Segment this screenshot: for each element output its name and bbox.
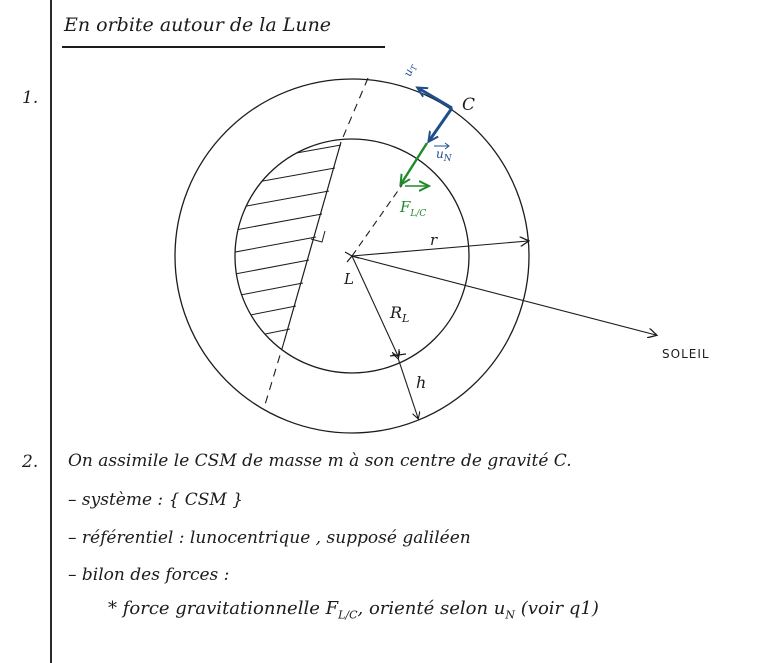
gravity-end: (voir q1)	[515, 598, 599, 619]
vector-uN	[429, 107, 454, 141]
label-h: h	[416, 373, 426, 392]
label-F-LC: FL/C	[399, 198, 426, 219]
gravity-prefix: * force gravitationnelle F	[108, 598, 339, 619]
label-C: C	[462, 95, 475, 115]
question-2-number: 2.	[22, 452, 39, 472]
altitude-h-arrow	[398, 358, 418, 418]
night-side-hatching	[235, 144, 342, 342]
q2-line-gravity: * force gravitationnelle FL/C, orienté s…	[108, 598, 599, 622]
terminator-solid	[283, 141, 342, 343]
label-L: L	[343, 270, 354, 288]
q2-line-forces: – bilon des forces :	[68, 565, 230, 585]
right-angle-mark	[310, 230, 326, 243]
q2-line-frame: – référentiel : lunocentrique , supposé …	[68, 528, 471, 548]
terminator-dashed-bottom	[263, 341, 285, 409]
gravity-suffix: , orienté selon u	[357, 598, 506, 619]
moon-radius-arrow	[351, 255, 398, 356]
question-1-number: 1.	[22, 88, 39, 108]
sun-direction-arrow	[351, 255, 656, 335]
label-sun: SOLEIL	[662, 347, 710, 361]
label-r: r	[430, 231, 438, 249]
label-uT: uT	[401, 61, 420, 78]
page-title: En orbite autour de la Lune	[64, 14, 332, 36]
vector-F-LC	[401, 142, 429, 184]
q2-line-system: – système : { CSM }	[68, 490, 244, 510]
moon-circle	[234, 138, 470, 374]
q2-line-1: On assimile le CSM de masse m à son cent…	[68, 451, 572, 471]
svg-text:uT: uT	[401, 61, 420, 78]
uN-vector-mark	[434, 142, 450, 150]
line-L-to-C	[351, 184, 403, 257]
gravity-sub: L/C	[338, 608, 358, 622]
orbit-circle	[174, 78, 530, 434]
orbit-diagram: C L r RL h SOLEIL uT uN FL/C	[174, 61, 710, 434]
gravity-sub2: N	[505, 608, 516, 622]
terminator-dashed-top	[340, 77, 369, 143]
center-L-mark	[344, 251, 360, 263]
margin-line	[50, 0, 52, 663]
altitude-tick	[389, 353, 407, 357]
label-RL: RL	[389, 303, 409, 325]
vector-uT	[418, 88, 453, 110]
title-underline	[62, 46, 385, 48]
radius-r-arrow	[351, 241, 528, 257]
label-uN: uN	[436, 147, 453, 164]
